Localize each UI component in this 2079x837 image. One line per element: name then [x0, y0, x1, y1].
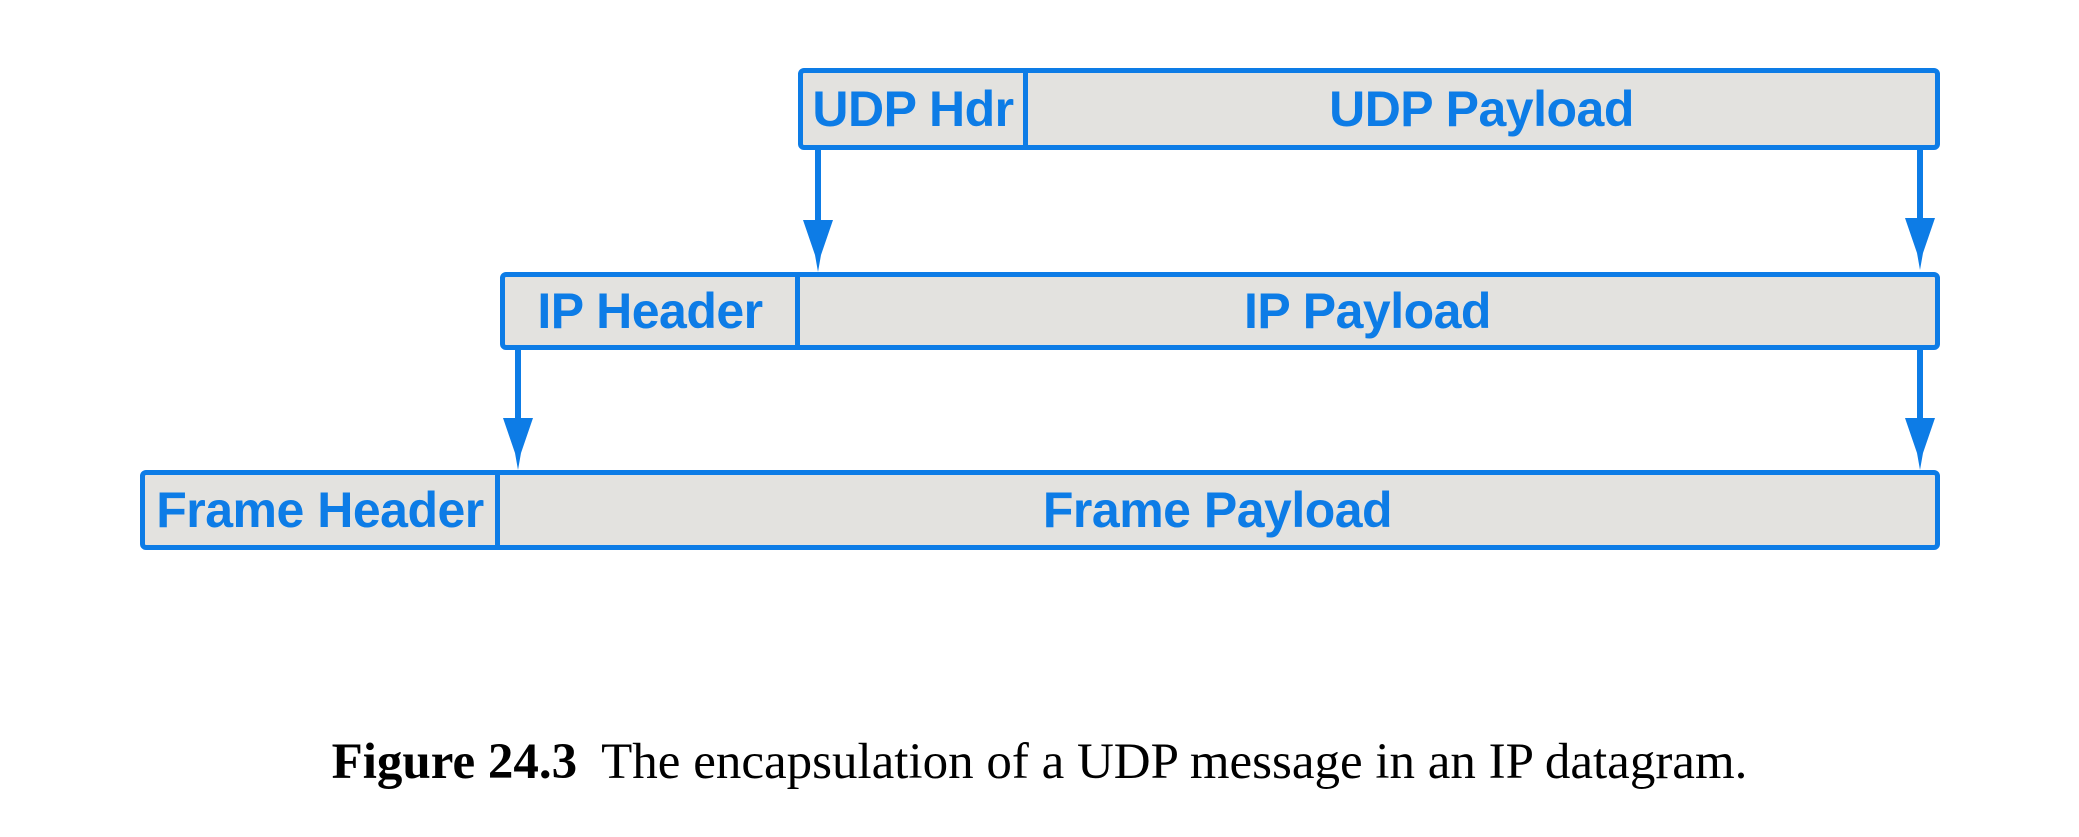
- down-arrow-icon: [1905, 150, 1935, 270]
- ip-header-box: IP Header: [500, 272, 800, 350]
- udp-header-label: UDP Hdr: [812, 81, 1014, 137]
- frame-payload-box: Frame Payload: [495, 470, 1940, 550]
- udp-payload-box: UDP Payload: [1023, 68, 1940, 150]
- ip-payload-label: IP Payload: [1244, 283, 1491, 339]
- down-arrow-icon: [503, 350, 533, 470]
- down-arrow-icon: [1905, 350, 1935, 470]
- frame-header-box: Frame Header: [140, 470, 500, 550]
- udp-payload-label: UDP Payload: [1329, 81, 1634, 137]
- figure-caption: Figure 24.3 The encapsulation of a UDP me…: [0, 733, 2079, 791]
- figure-caption-text: The encapsulation of a UDP message in an…: [601, 734, 1748, 790]
- frame-header-label: Frame Header: [156, 482, 484, 538]
- ip-payload-box: IP Payload: [795, 272, 1940, 350]
- figure-number: Figure 24.3: [331, 734, 578, 790]
- ip-header-label: IP Header: [537, 283, 763, 339]
- udp-header-box: UDP Hdr: [798, 68, 1028, 150]
- frame-payload-label: Frame Payload: [1042, 482, 1393, 538]
- down-arrow-icon: [803, 150, 833, 272]
